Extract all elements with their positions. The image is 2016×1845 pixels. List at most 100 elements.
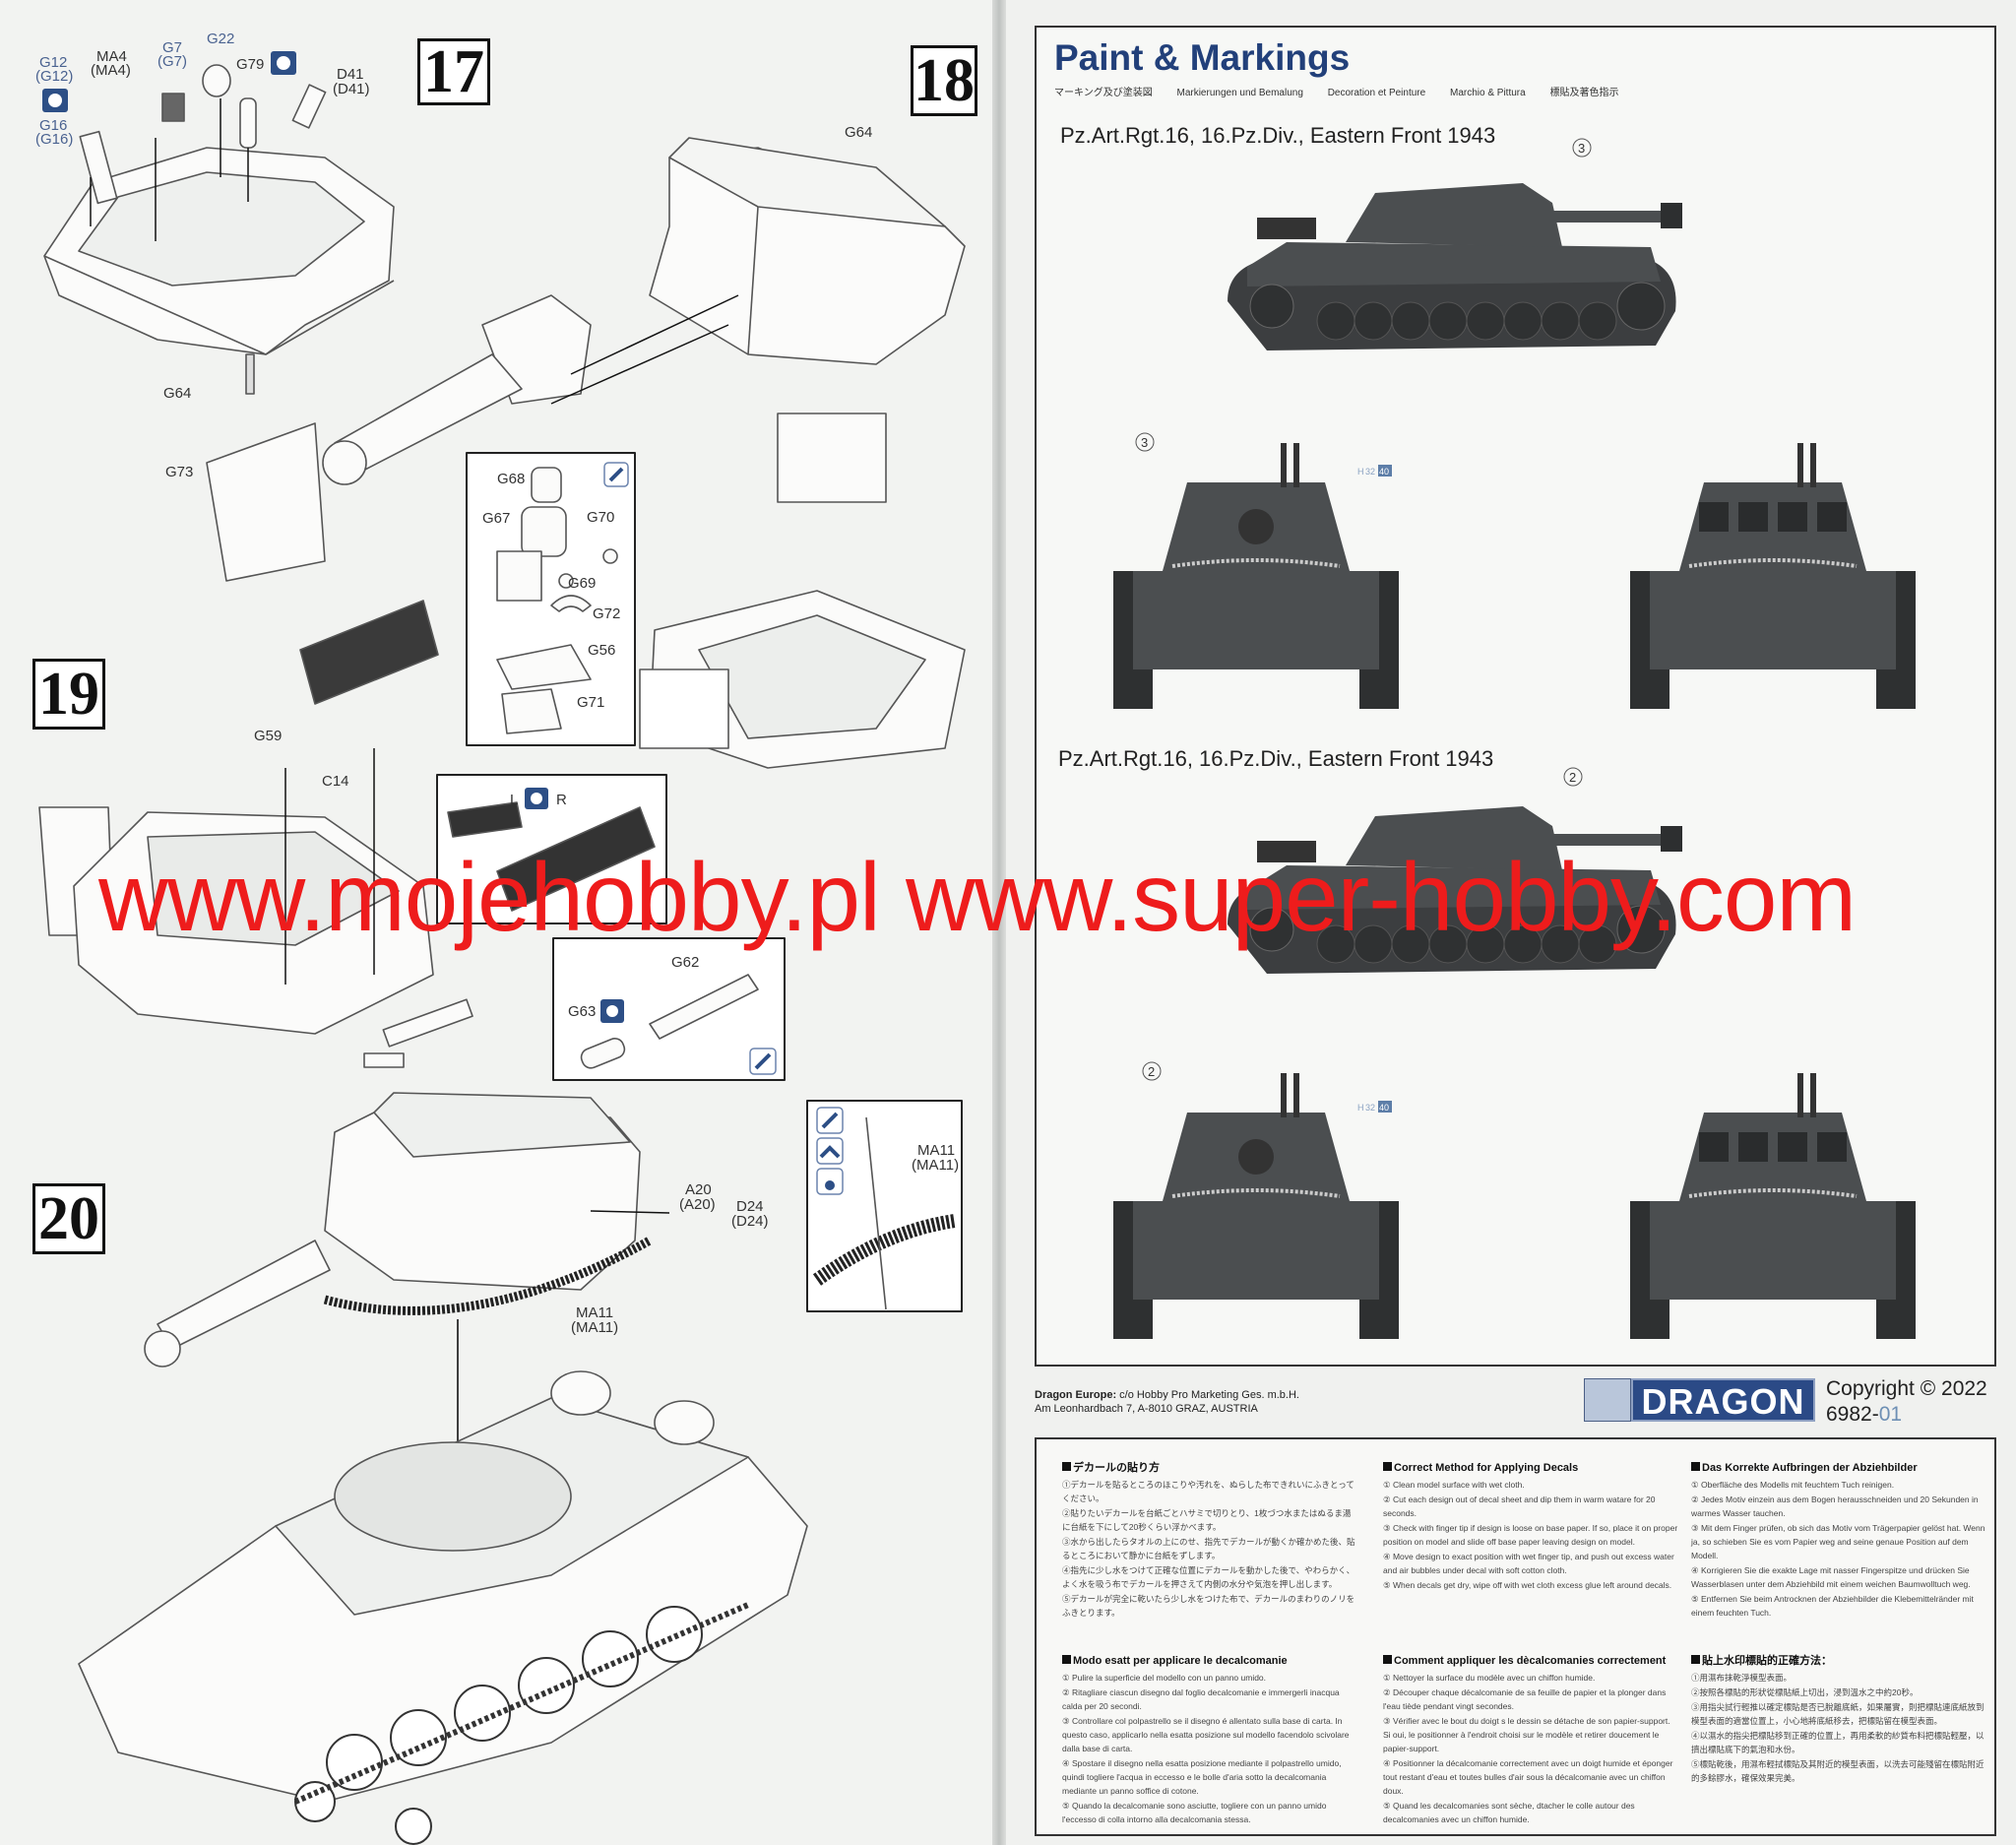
- stowage: [1257, 218, 1316, 239]
- section-heading: Modo esatt per applicare le decalcomanie: [1062, 1654, 1357, 1668]
- part-label: (D41): [333, 81, 370, 97]
- company-name: Dragon Europe:: [1035, 1389, 1117, 1401]
- subtitle-fr: Decoration et Peinture: [1327, 88, 1426, 98]
- step: ③用指尖試行輕推以確定標貼是否已脫離底紙，如果屬實，則把標貼連底紙放到模型表面的…: [1691, 1702, 1984, 1726]
- decal-ref: H: [1357, 467, 1364, 477]
- step17-superstructure-drawing: [43, 64, 395, 395]
- step-18-number: 18: [911, 45, 977, 116]
- part-label: G63: [568, 1003, 596, 1020]
- copyright: Copyright © 2022 6982-01: [1826, 1376, 1987, 1428]
- paint-icon: [603, 462, 629, 487]
- decal-ref: 32: [1365, 467, 1375, 477]
- decal-ref: H: [1357, 1103, 1364, 1113]
- part-label: G72: [593, 605, 620, 622]
- glue-icon: [816, 1168, 844, 1195]
- periscope: [1810, 443, 1816, 487]
- road-wheel: [1578, 301, 1617, 341]
- step20-hull-drawing: [78, 1370, 808, 1845]
- product-code: 6982-: [1826, 1403, 1879, 1426]
- scheme-2-front-view: [1113, 1073, 1399, 1339]
- hull: [1247, 242, 1661, 286]
- subtitle-zh: 標貼及著色指示: [1549, 88, 1619, 98]
- part-label: (MA11): [571, 1319, 618, 1336]
- spare-track: [1171, 1188, 1341, 1198]
- part-label: R: [556, 792, 567, 808]
- part-label: (D24): [731, 1213, 769, 1230]
- decal-ref: 32: [1365, 1103, 1375, 1113]
- part-label: G12: [39, 54, 67, 71]
- stowage-box: [1738, 1132, 1768, 1162]
- section-heading: Comment appliquer les dècalcomanies corr…: [1383, 1654, 1678, 1668]
- decal-instructions-fr: Comment appliquer les dècalcomanies corr…: [1383, 1654, 1678, 1827]
- section-heading: デカールの貼り方: [1062, 1461, 1357, 1475]
- periscope: [1293, 1073, 1299, 1117]
- distributor-address: Dragon Europe: c/o Hobby Pro Marketing G…: [1035, 1388, 1299, 1416]
- street-address: Am Leonhardbach 7, A-8010 GRAZ, AUSTRIA: [1035, 1403, 1258, 1415]
- step: ④ Positionner la décalcomanie correcteme…: [1383, 1758, 1673, 1796]
- stowage-box: [1817, 1132, 1847, 1162]
- section-heading: Das Korrekte Aufbringen der Abziehbilder: [1691, 1461, 1986, 1475]
- section-heading: Correct Method for Applying Decals: [1383, 1461, 1678, 1475]
- part-label: G73: [165, 464, 193, 480]
- step: ④以濕水的指尖把標貼移到正確的位置上，再用柔軟的紗質布料把標貼輕壓，以擠出標貼底…: [1691, 1731, 1984, 1754]
- part-label: G68: [497, 471, 525, 487]
- stowage-box: [1778, 1132, 1807, 1162]
- scheme-1-caption: Pz.Art.Rgt.16, 16.Pz.Div., Eastern Front…: [1060, 123, 1496, 148]
- step19-track-links-drawing: [299, 600, 439, 705]
- logo-wordmark: DRAGON: [1631, 1378, 1815, 1422]
- part-label: (MA4): [91, 62, 131, 79]
- watermark: www.mojehobby.pl www.super-hobby.com: [98, 843, 1857, 951]
- part-label: MA11: [917, 1142, 955, 1159]
- periscope: [1281, 1073, 1287, 1117]
- step: ④指先に少し水をつけて正確な位置にデカールを動かした後で、やわらかく、よく水を吸…: [1062, 1565, 1355, 1589]
- decal-ref: 40: [1379, 1103, 1389, 1113]
- hull: [1133, 571, 1379, 669]
- stowage-box: [1817, 502, 1847, 532]
- part-label: G59: [254, 728, 282, 744]
- step: ④ Spostare il disegno nella esatta posiz…: [1062, 1758, 1342, 1796]
- stowage-box: [1738, 502, 1768, 532]
- step: ② Jedes Motiv einzein aus dem Bogen hera…: [1691, 1495, 1979, 1518]
- spare-track: [1171, 558, 1341, 568]
- part-label: G71: [577, 694, 604, 711]
- assembly-arrows: [90, 98, 739, 1214]
- gun-mantlet: [1238, 509, 1274, 544]
- step: ① Oberfläche des Modells mit feuchtem Tu…: [1691, 1480, 1895, 1490]
- hull: [1133, 1201, 1379, 1300]
- part-label: (G16): [35, 131, 73, 148]
- company-detail: c/o Hobby Pro Marketing Ges. m.b.H.: [1116, 1389, 1299, 1401]
- gun-mantlet: [1238, 1139, 1274, 1175]
- stowage-box: [1699, 1132, 1729, 1162]
- step18-turret-drawing: [206, 137, 966, 769]
- paint-icon: [816, 1107, 844, 1134]
- road-wheel: [1428, 301, 1468, 341]
- hull: [1247, 865, 1661, 910]
- periscope: [1293, 443, 1299, 487]
- part-label: D41: [337, 66, 364, 83]
- hull: [1650, 1201, 1896, 1300]
- step: ② Ritagliare ciascun disegno dal foglio …: [1062, 1687, 1340, 1711]
- part-label: G62: [671, 954, 699, 971]
- subtitle-de: Markierungen und Bemalung: [1176, 88, 1303, 98]
- scheme-2-side-view: [1228, 806, 1682, 974]
- part-label: (MA11): [912, 1157, 959, 1174]
- step: ③水から出したらタオルの上にのせ、指先でデカールが動くか確かめた後、貼るところに…: [1062, 1537, 1355, 1560]
- decal-callout: 3: [1141, 435, 1148, 450]
- step: ③ Controllare col polpastrello se il dis…: [1062, 1716, 1350, 1753]
- part-label: MA4: [96, 48, 127, 65]
- scheme-1-front-view: [1113, 443, 1399, 709]
- section-heading: 貼上水印標貼的正確方法：: [1691, 1654, 1986, 1668]
- title-translations: マーキング及び塗装図 Markierungen und Bemalung Dec…: [1054, 84, 1640, 98]
- copyright-text: Copyright © 2022: [1826, 1377, 1987, 1400]
- scheme-2-rear-view: [1630, 1073, 1916, 1339]
- step: ④ Move design to exact position with wet…: [1383, 1552, 1674, 1575]
- step20-turret-drawing: [144, 1092, 653, 1447]
- part-label: C14: [322, 773, 349, 790]
- step-17-number: 17: [417, 38, 490, 105]
- part-label: G64: [845, 124, 872, 141]
- part-label: MA11: [576, 1304, 613, 1321]
- road-wheel: [1316, 301, 1355, 341]
- part-label: G56: [588, 642, 615, 659]
- step: ⑤デカールが完全に乾いたら少し水をつけた布で、デカールのまわりのノリをふきとりま…: [1062, 1594, 1355, 1618]
- scheme-2-caption: Pz.Art.Rgt.16, 16.Pz.Div., Eastern Front…: [1058, 746, 1494, 771]
